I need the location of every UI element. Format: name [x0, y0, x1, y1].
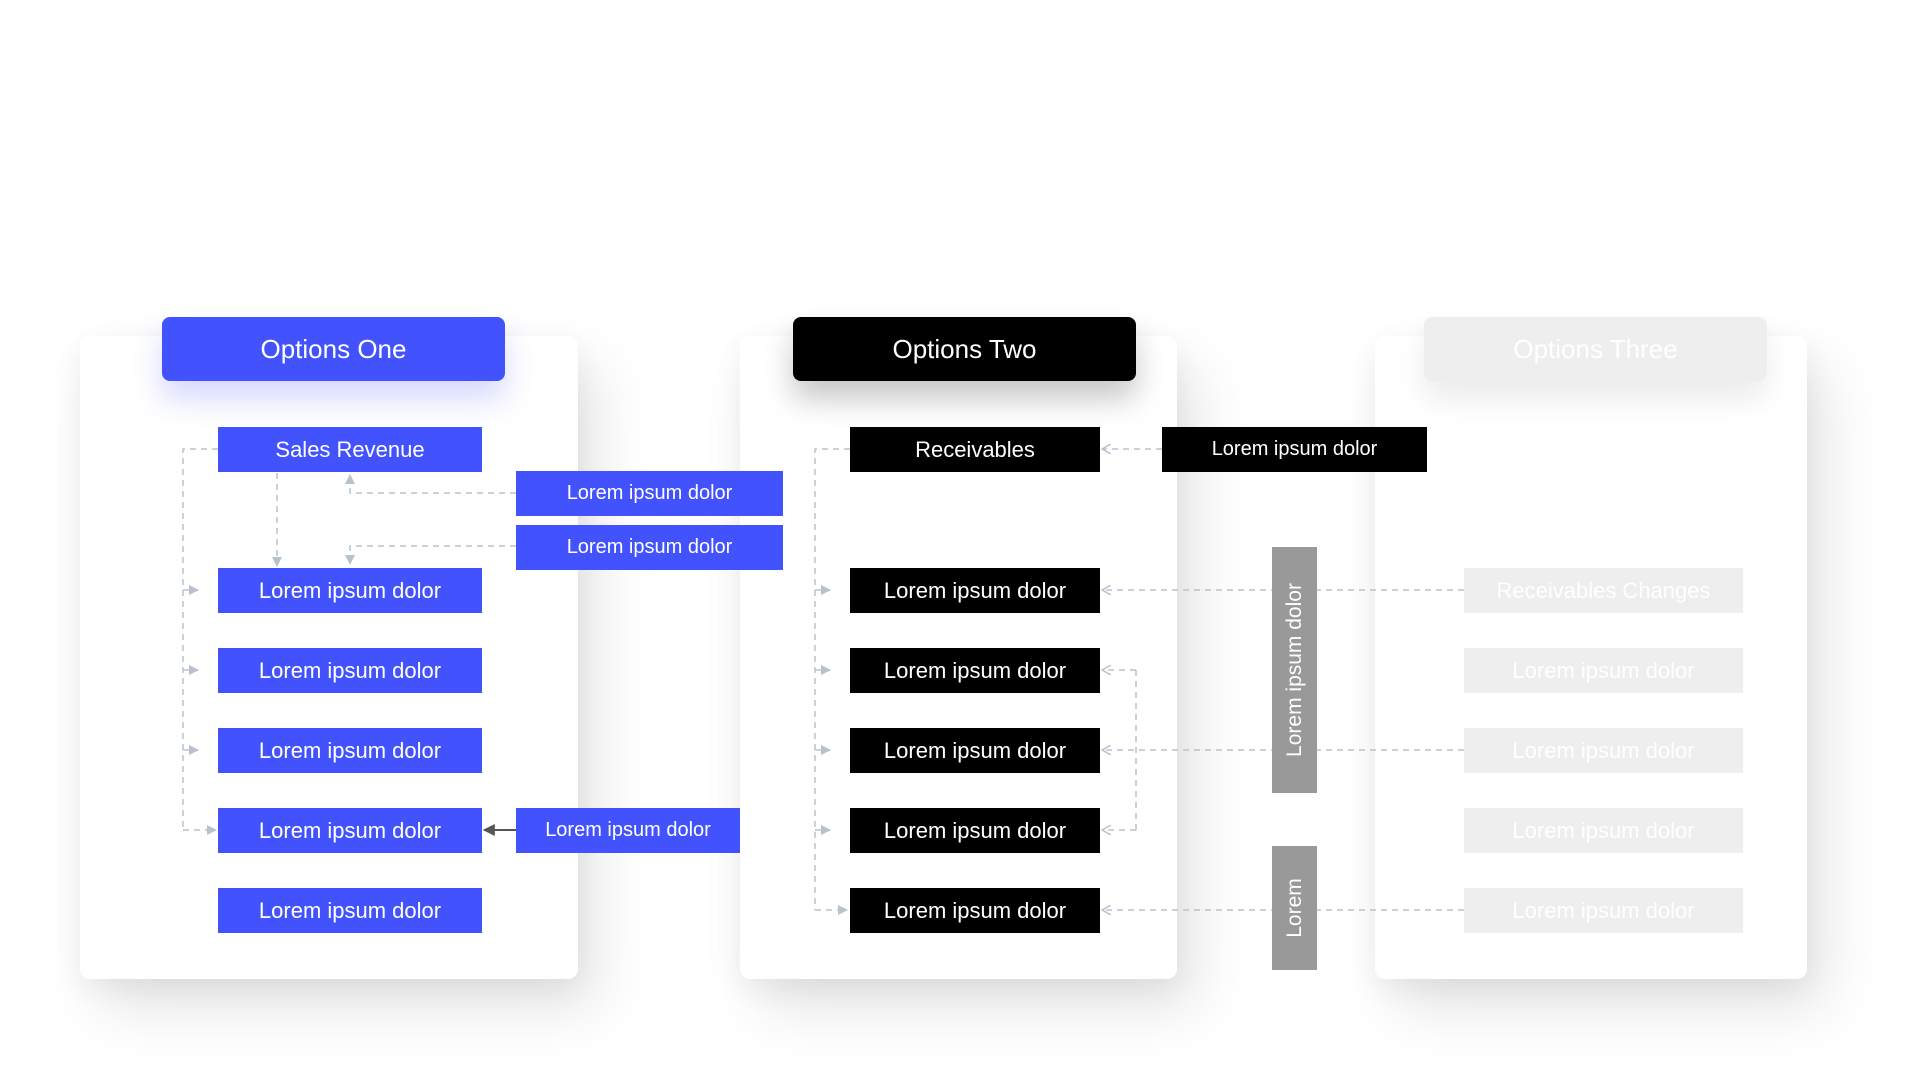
options-two-header[interactable]: Options Two	[793, 317, 1136, 381]
connector-side1-up	[345, 474, 516, 494]
option-one-item-3[interactable]: Lorem ipsum dolor	[218, 728, 482, 773]
side-input-box-1[interactable]: Lorem ipsum dolor	[516, 471, 783, 516]
vertical-label-bar-1: Lorem ipsum dolor	[1272, 547, 1317, 793]
option-three-item-2[interactable]: Lorem ipsum dolor	[1464, 728, 1743, 773]
option-three-item-3[interactable]: Lorem ipsum dolor	[1464, 808, 1743, 853]
option-two-item-2[interactable]: Lorem ipsum dolor	[850, 648, 1100, 693]
sales-revenue-box[interactable]: Sales Revenue	[218, 427, 482, 472]
option-two-item-1[interactable]: Lorem ipsum dolor	[850, 568, 1100, 613]
option-one-item-5[interactable]: Lorem ipsum dolor	[218, 888, 482, 933]
vertical-label-bar-2: Lorem	[1272, 846, 1317, 970]
option-one-item-4[interactable]: Lorem ipsum dolor	[218, 808, 482, 853]
options-three-header[interactable]: Options Three	[1424, 317, 1767, 381]
bottom-input-box[interactable]: Lorem ipsum dolor	[516, 808, 740, 853]
receivables-changes-box[interactable]: Receivables Changes	[1464, 568, 1743, 613]
side-input-box-2[interactable]: Lorem ipsum dolor	[516, 525, 783, 570]
receivables-input-box[interactable]: Lorem ipsum dolor	[1162, 427, 1427, 472]
options-one-header[interactable]: Options One	[162, 317, 505, 381]
connector-two-bus	[814, 448, 850, 910]
option-two-item-4[interactable]: Lorem ipsum dolor	[850, 808, 1100, 853]
vertical-label-2: Lorem	[1282, 878, 1306, 938]
connector-side2-down	[345, 545, 516, 565]
receivables-box[interactable]: Receivables	[850, 427, 1100, 472]
option-two-item-5[interactable]: Lorem ipsum dolor	[850, 888, 1100, 933]
option-one-item-1[interactable]: Lorem ipsum dolor	[218, 568, 482, 613]
option-three-item-4[interactable]: Lorem ipsum dolor	[1464, 888, 1743, 933]
option-one-item-2[interactable]: Lorem ipsum dolor	[218, 648, 482, 693]
option-three-item-1[interactable]: Lorem ipsum dolor	[1464, 648, 1743, 693]
vertical-label-1: Lorem ipsum dolor	[1282, 583, 1306, 757]
connector-one-bus	[182, 448, 218, 830]
option-two-item-3[interactable]: Lorem ipsum dolor	[850, 728, 1100, 773]
